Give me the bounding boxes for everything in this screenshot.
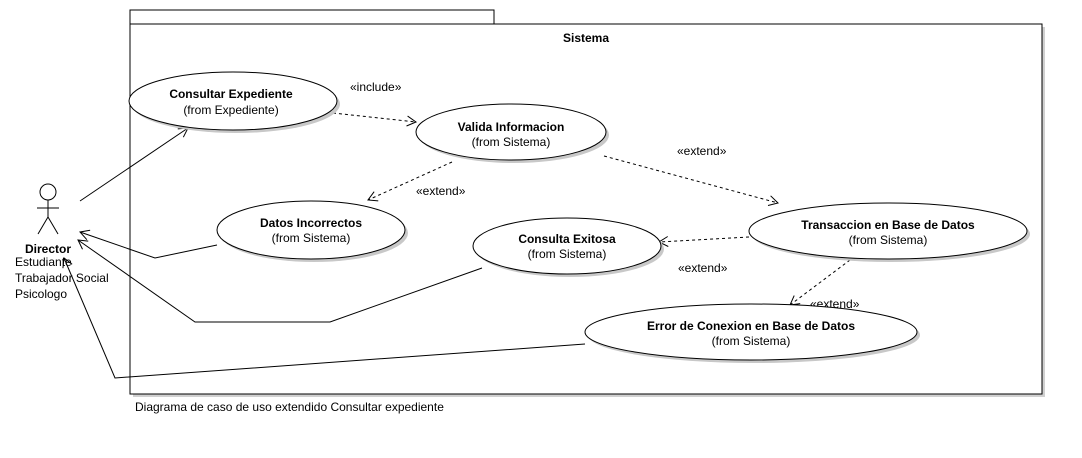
extend-valida-transaccion: [603, 155, 779, 206]
use-case-name: Transaccion en Base de Datos: [801, 218, 975, 232]
package-title: Sistema: [563, 31, 609, 45]
label-include: «include»: [350, 80, 402, 94]
use-case-origin: (from Sistema): [712, 334, 791, 348]
use-case-name: Datos Incorrectos: [260, 216, 362, 230]
actor-role-1: Estudiante: [15, 255, 72, 269]
actor-name: Director: [25, 242, 71, 256]
assoc-exitosa-actor: [77, 239, 483, 323]
associations: [62, 127, 586, 379]
actor-role-3: Psicologo: [15, 287, 67, 301]
assoc-actor-consultar: [79, 127, 189, 202]
include-consultar-valida: [332, 112, 418, 127]
use-case-name: Consultar Expediente: [169, 87, 293, 101]
actor-director: Director Estudiante Trabajador Social Ps…: [15, 183, 109, 301]
use-case-name: Consulta Exitosa: [518, 232, 616, 246]
use-case-name: Valida Informacion: [458, 120, 565, 134]
label-extend-1: «extend»: [677, 144, 727, 158]
use-case-consulta-exitosa: Consulta Exitosa (from Sistema): [472, 217, 664, 277]
use-case-name: Error de Conexion en Base de Datos: [647, 319, 855, 333]
actor-role-2: Trabajador Social: [15, 271, 109, 285]
use-case-transaccion-bd: Transaccion en Base de Datos (from Siste…: [748, 202, 1030, 262]
extend-transaccion-error: [789, 259, 851, 306]
label-extend-3: «extend»: [678, 261, 728, 275]
use-case-consultar-expediente: Consultar Expediente (from Expediente): [128, 71, 340, 133]
assoc-incorrectos-actor: [79, 229, 218, 259]
use-case-origin: (from Sistema): [472, 135, 551, 149]
dependencies: [332, 112, 851, 306]
use-case-error-conexion: Error de Conexion en Base de Datos (from…: [584, 303, 920, 363]
use-case-valida-informacion: Valida Informacion (from Sistema): [415, 103, 609, 163]
use-case-datos-incorrectos: Datos Incorrectos (from Sistema): [216, 200, 408, 262]
use-case-origin: (from Sistema): [528, 247, 607, 261]
assoc-error-actor: [62, 257, 586, 379]
diagram-caption: Diagrama de caso de uso extendido Consul…: [135, 400, 444, 414]
label-extend-2: «extend»: [416, 184, 466, 198]
use-case-origin: (from Expediente): [183, 103, 278, 117]
use-case-origin: (from Sistema): [849, 233, 928, 247]
use-case-origin: (from Sistema): [272, 231, 351, 245]
